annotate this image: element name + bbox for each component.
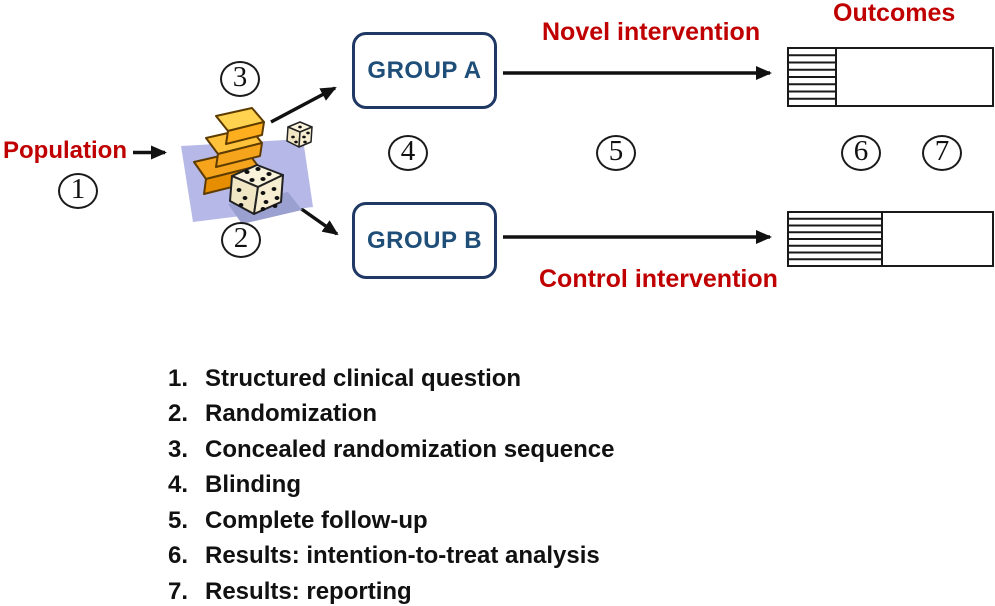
group-a-box: GROUP A xyxy=(352,32,497,109)
large-die-icon xyxy=(229,164,284,215)
legend-item-text: Concealed randomization sequence xyxy=(205,435,615,463)
legend-item-2: 2. Randomization xyxy=(168,397,614,433)
legend-item-text: Blinding xyxy=(205,471,301,499)
legend-item-number: 2. xyxy=(168,400,189,428)
legend-item-number: 4. xyxy=(168,471,189,499)
steps-legend: 1. Structured clinical question 2. Rando… xyxy=(168,361,614,606)
gold-bars-icon xyxy=(193,107,265,195)
step-marker-5: 5 xyxy=(596,135,636,171)
legend-item-number: 3. xyxy=(168,435,189,463)
legend-item-3: 3. Concealed randomization sequence xyxy=(168,432,614,468)
legend-item-5: 5. Complete follow-up xyxy=(168,503,614,539)
control-intervention-label: Control intervention xyxy=(539,265,778,293)
legend-item-number: 6. xyxy=(168,542,189,570)
legend-item-text: Results: reporting xyxy=(205,577,412,605)
legend-item-text: Results: intention-to-treat analysis xyxy=(205,542,600,570)
legend-item-number: 1. xyxy=(168,364,189,392)
step-marker-1: 1 xyxy=(58,173,98,209)
outcomes-box-group-a xyxy=(787,47,994,107)
arrow-randomization-to-group-a xyxy=(270,86,337,124)
step-marker-4: 4 xyxy=(388,135,428,171)
step-marker-7: 7 xyxy=(922,135,962,171)
arrow-randomization-to-group-b xyxy=(281,194,339,236)
legend-item-number: 7. xyxy=(168,577,189,605)
legend-item-text: Structured clinical question xyxy=(205,364,522,392)
novel-intervention-label: Novel intervention xyxy=(542,18,761,46)
step-marker-2: 2 xyxy=(221,222,261,258)
legend-item-1: 1. Structured clinical question xyxy=(168,361,614,397)
group-a-label: GROUP A xyxy=(367,56,482,84)
group-b-label: GROUP B xyxy=(366,226,483,254)
outcomes-label: Outcomes xyxy=(833,0,956,27)
randomization-clipart xyxy=(181,107,313,224)
lavender-mat xyxy=(181,139,313,222)
legend-item-6: 6. Results: intention-to-treat analysis xyxy=(168,539,614,575)
step-marker-3: 3 xyxy=(220,61,260,97)
dice-shadow xyxy=(228,192,302,224)
legend-item-4: 4. Blinding xyxy=(168,468,614,504)
legend-item-7: 7. Results: reporting xyxy=(168,574,614,606)
outcomes-box-group-b xyxy=(787,211,994,267)
population-label: Population xyxy=(3,137,127,164)
group-b-box: GROUP B xyxy=(352,202,497,279)
legend-item-number: 5. xyxy=(168,506,189,534)
legend-item-text: Randomization xyxy=(205,400,377,428)
step-marker-6: 6 xyxy=(841,135,881,171)
small-die-icon xyxy=(286,121,313,148)
legend-item-text: Complete follow-up xyxy=(205,506,428,534)
small-die-pips xyxy=(291,125,310,144)
large-die-pips xyxy=(236,167,280,211)
